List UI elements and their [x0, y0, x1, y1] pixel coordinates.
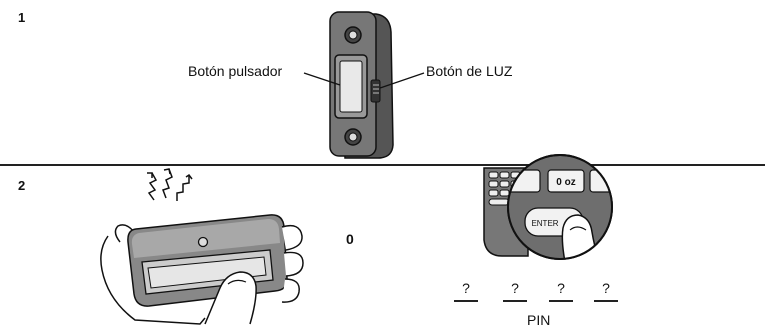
push-button-leader — [303, 72, 341, 86]
pin-label: PIN — [527, 312, 551, 328]
pin-digit-1: ? — [462, 280, 470, 296]
pin-blank-1 — [454, 300, 478, 302]
light-button-leader — [379, 72, 425, 89]
keypad-illustration: 0 oz ENTER — [483, 154, 613, 260]
remote-control — [127, 214, 288, 307]
screw-icon — [344, 26, 362, 44]
wall-control-illustration — [303, 11, 425, 159]
pin-digit-2: ? — [511, 280, 519, 296]
led-indicator — [197, 236, 209, 248]
hand-remote-illustration — [100, 168, 304, 325]
step-divider — [0, 164, 765, 166]
zero-key — [547, 169, 585, 193]
push-button — [334, 54, 368, 119]
push-button-label: Botón pulsador — [188, 63, 283, 79]
pin-blank-2 — [503, 300, 527, 302]
step-1-number: 1 — [18, 10, 26, 25]
signal-icon — [147, 168, 193, 201]
light-button — [370, 79, 381, 103]
light-button-label: Botón de LUZ — [426, 63, 513, 79]
magnifier-circle — [507, 154, 613, 260]
zero-key-label: 0 oz — [556, 177, 575, 188]
enter-key-label: ENTER — [531, 219, 558, 228]
or-separator: 0 — [346, 231, 354, 247]
pin-digit-4: ? — [602, 280, 610, 296]
pin-digit-3: ? — [557, 280, 565, 296]
step-2-number: 2 — [18, 178, 26, 193]
screw-icon — [344, 128, 362, 146]
pin-blank-4 — [594, 300, 618, 302]
pin-blank-3 — [549, 300, 573, 302]
